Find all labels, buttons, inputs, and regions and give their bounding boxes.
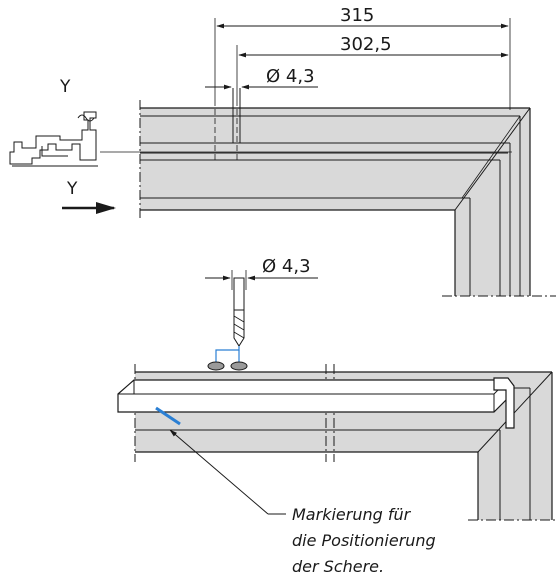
note-line-1: Markierung für: [292, 505, 412, 524]
drill-bit: [231, 270, 247, 347]
dim-302-5-label: 302,5: [340, 34, 392, 55]
profile-section: Y Y: [9, 77, 116, 214]
dimension-302-5: 302,5: [236, 34, 509, 100]
drill-hole-marks: [214, 88, 241, 162]
section-label-bottom: Y: [66, 179, 78, 199]
section-label-top: Y: [59, 77, 71, 97]
scissor-marker: [155, 406, 181, 426]
note-text: Markierung für die Positionierung der Sc…: [292, 505, 436, 576]
hole-guide-lines: [215, 346, 240, 364]
note-line-2: die Positionierung: [292, 531, 436, 550]
note-leader: [169, 429, 286, 515]
dim-315-label: 315: [340, 5, 374, 26]
dim-hole-drill-label: Ø 4,3: [262, 256, 311, 277]
frame-corner-top: [100, 100, 556, 297]
note-line-3: der Schere.: [292, 557, 384, 576]
dimension-hole-top: Ø 4,3: [205, 66, 318, 90]
dimension-315: 315: [214, 5, 511, 110]
cutting-template: [117, 361, 515, 429]
dim-hole-top-label: Ø 4,3: [266, 66, 315, 87]
dimension-hole-drill: Ø 4,3: [205, 256, 318, 281]
